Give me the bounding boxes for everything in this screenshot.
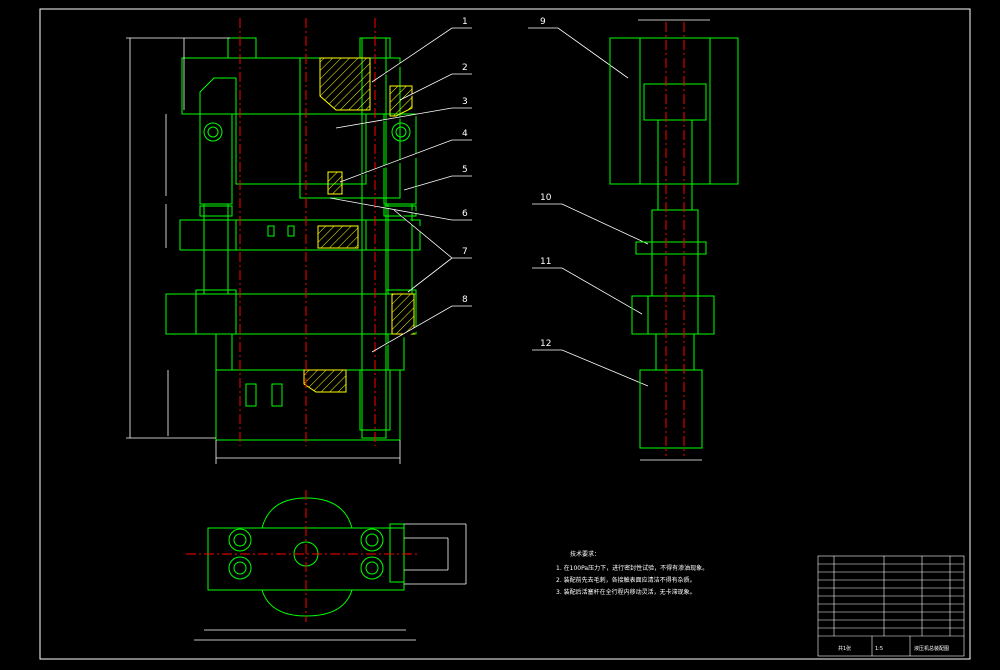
callout-5: 5 <box>462 165 468 175</box>
title-block-sheet: 共1张 <box>838 645 851 652</box>
section-hatching <box>303 57 415 393</box>
centerlines-front <box>239 18 376 446</box>
callout-3: 3 <box>462 97 468 107</box>
callout-12: 12 <box>540 339 551 349</box>
dimension-lines-top <box>194 523 467 641</box>
notes-title: 技术要求： <box>570 550 600 558</box>
callout-1: 1 <box>462 17 468 27</box>
title-block-drawing-title: 液压机总装配图 <box>914 645 949 652</box>
technical-notes: 技术要求： 1. 在100Pa压力下，进行密封性试验，不得有渗油现象。 2. 装… <box>556 550 708 596</box>
centerlines-top <box>186 490 420 622</box>
side-view <box>609 37 739 449</box>
drawing-border <box>39 8 971 660</box>
title-block <box>817 555 965 657</box>
callout-6: 6 <box>462 209 468 219</box>
callout-10: 10 <box>540 193 552 203</box>
dimension-lines-front <box>126 37 401 464</box>
notes-line-2: 2. 装配前先去毛刺，各接触表面应清洁不得有杂质。 <box>556 576 696 584</box>
centerlines-side <box>665 22 685 456</box>
callout-numbers: 1 2 3 4 5 6 7 8 9 10 11 12 <box>462 17 552 349</box>
notes-line-3: 3. 装配后活塞杆在全行程内移动灵活，无卡滞现象。 <box>556 588 696 596</box>
title-block-text: 1:5 液压机总装配图 共1张 <box>838 645 949 652</box>
dimension-lines-side <box>638 19 710 461</box>
callout-4: 4 <box>462 129 468 139</box>
notes-line-1: 1. 在100Pa压力下，进行密封性试验，不得有渗油现象。 <box>556 564 708 572</box>
callout-2: 2 <box>462 63 468 73</box>
callout-9: 9 <box>540 17 546 27</box>
title-block-scale: 1:5 <box>875 646 883 652</box>
callout-8: 8 <box>462 295 468 305</box>
callout-11: 11 <box>540 257 551 267</box>
callout-leaders <box>329 27 649 387</box>
callout-7: 7 <box>462 247 468 257</box>
